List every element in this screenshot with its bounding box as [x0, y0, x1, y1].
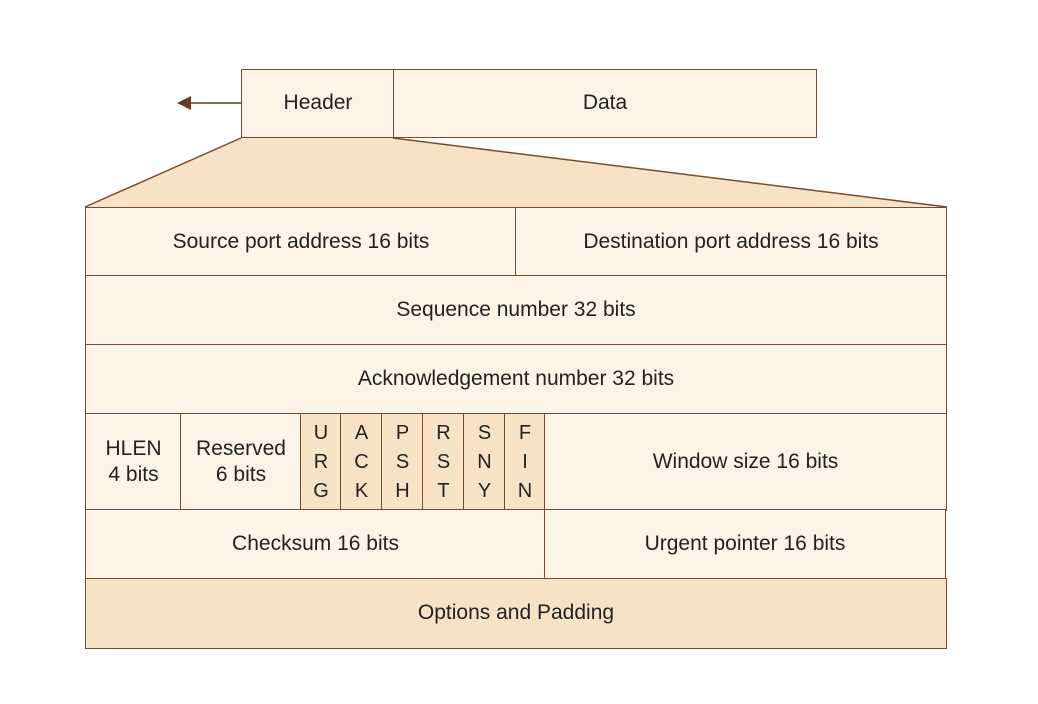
flag-urg-letter: G	[313, 479, 329, 502]
options-padding-label: Options and Padding	[417, 601, 615, 625]
flag-ack-letter: C	[354, 450, 369, 473]
reserved-label: Reserved	[196, 436, 286, 460]
flag-rst-letter: R	[436, 421, 451, 444]
flag-urg-letter: R	[313, 450, 329, 473]
sequence-number-label: Sequence number 32 bits	[396, 298, 636, 322]
flag-psh: P S H	[381, 413, 424, 511]
arrow-left-icon	[177, 96, 191, 110]
hlen-field: HLEN 4 bits	[85, 413, 182, 511]
flag-ack: A C K	[340, 413, 383, 511]
hlen-bits: 4 bits	[108, 463, 159, 486]
reserved-bits: 6 bits	[215, 463, 267, 486]
destination-port-label: Destination port address 16 bits	[583, 229, 879, 253]
flag-syn: S N Y	[463, 413, 506, 511]
source-port-label: Source port address 16 bits	[172, 229, 430, 253]
sequence-number-field: Sequence number 32 bits	[85, 275, 947, 346]
flag-syn-letter: S	[477, 421, 492, 444]
urgent-pointer-field: Urgent pointer 16 bits	[544, 509, 946, 580]
flag-fin-letter: I	[522, 450, 528, 473]
header-expansion-fill	[85, 138, 947, 207]
flag-fin-letter: N	[517, 479, 533, 502]
flag-psh-letter: S	[395, 450, 410, 473]
flag-psh-letter: H	[395, 479, 410, 502]
options-padding-field: Options and Padding	[85, 578, 947, 649]
window-size-label: Window size 16 bits	[652, 449, 839, 473]
expansion-line-left	[84, 137, 242, 208]
hlen-label: HLEN	[105, 436, 162, 460]
source-port-field: Source port address 16 bits	[85, 207, 517, 277]
flag-ack-letter: A	[354, 421, 369, 444]
checksum-label: Checksum 16 bits	[232, 532, 399, 556]
segment-header-box: Header	[241, 69, 395, 138]
acknowledgement-number-label: Acknowledgement number 32 bits	[357, 367, 675, 391]
urgent-pointer-label: Urgent pointer 16 bits	[644, 532, 846, 556]
flag-urg: U R G	[300, 413, 342, 511]
flag-rst-letter: T	[437, 479, 450, 502]
flag-fin-letter: F	[518, 421, 532, 444]
acknowledgement-number-field: Acknowledgement number 32 bits	[85, 344, 947, 415]
flag-psh-letter: P	[395, 421, 410, 444]
segment-data-box: Data	[393, 69, 817, 138]
flag-urg-letter: U	[313, 421, 329, 444]
segment-header-label: Header	[283, 91, 353, 115]
flag-syn-letter: N	[477, 450, 492, 473]
flag-ack-letter: K	[354, 479, 369, 502]
flag-rst-letter: S	[436, 450, 451, 473]
window-size-field: Window size 16 bits	[544, 413, 947, 511]
flag-syn-letter: Y	[477, 479, 492, 502]
segment-data-label: Data	[582, 91, 628, 115]
checksum-field: Checksum 16 bits	[85, 509, 546, 580]
expansion-line-right	[392, 137, 948, 208]
destination-port-field: Destination port address 16 bits	[515, 207, 947, 277]
reserved-field: Reserved 6 bits	[180, 413, 302, 511]
flag-fin: F I N	[504, 413, 546, 511]
flag-rst: R S T	[422, 413, 465, 511]
